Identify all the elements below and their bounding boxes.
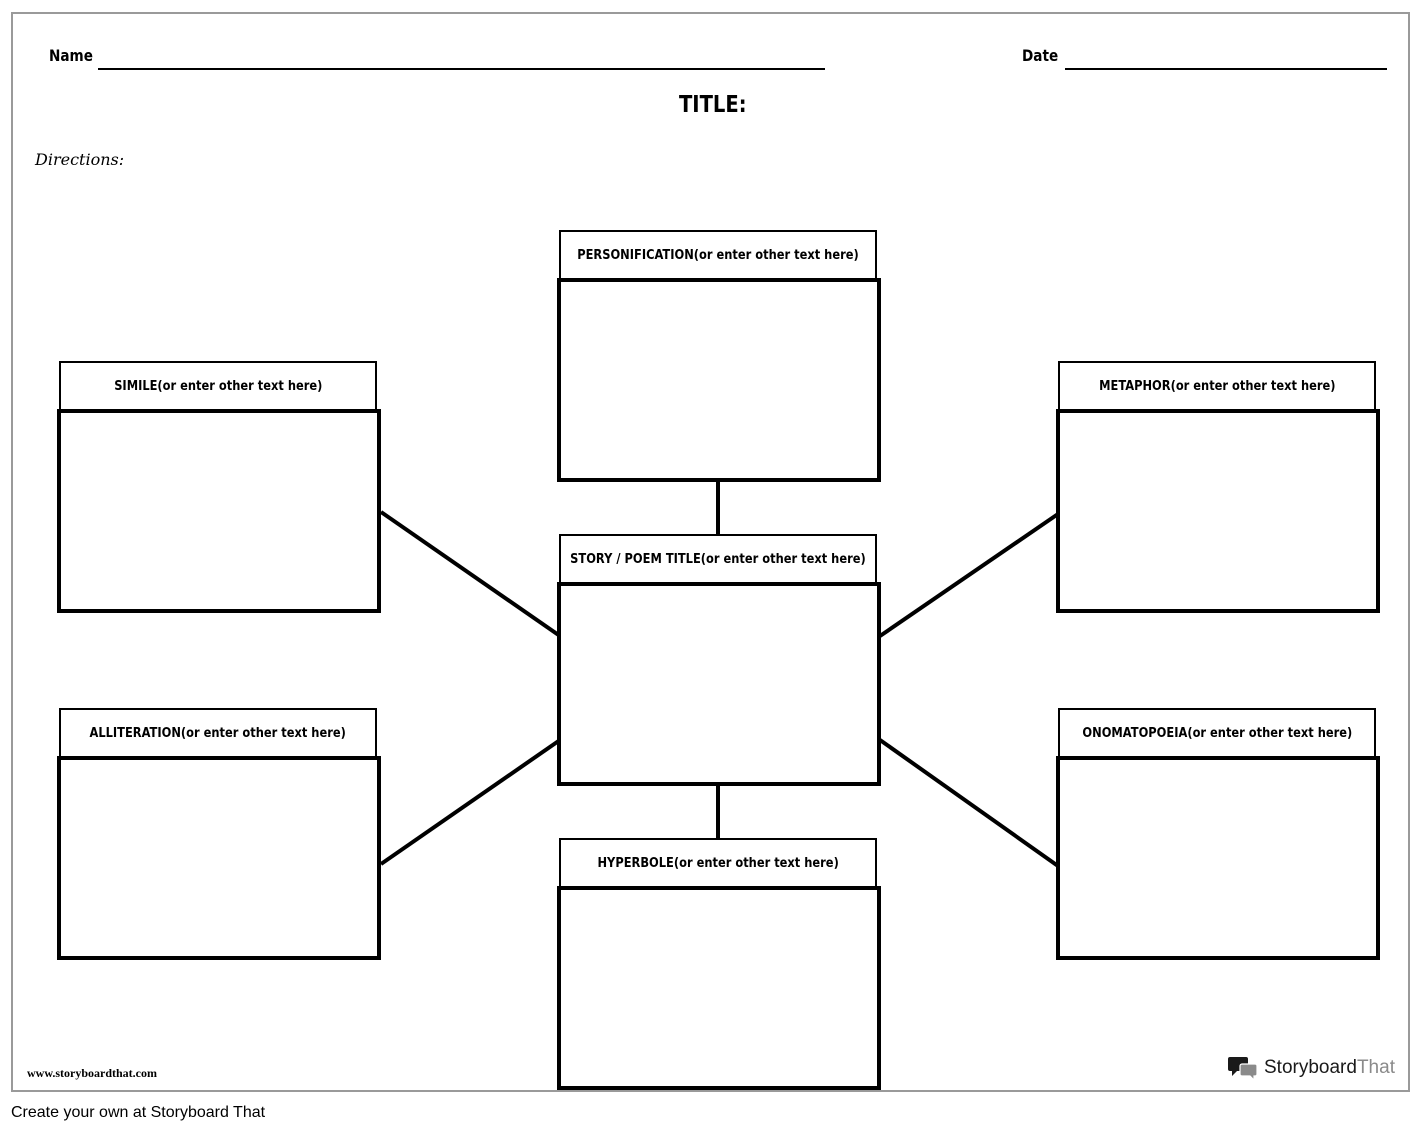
brand-that: That	[1356, 1057, 1395, 1078]
center-keyword: STORY / POEM TITLE	[570, 551, 701, 567]
simile-box[interactable]	[57, 409, 381, 613]
title-text: TITLE:	[678, 92, 747, 118]
hyperbole-hint: (or enter other text here)	[673, 855, 839, 871]
brand-name: StoryboardThat	[1264, 1057, 1395, 1079]
worksheet-title: TITLE:	[0, 92, 1425, 118]
center-box[interactable]	[557, 582, 881, 786]
simile-hint: (or enter other text here)	[157, 378, 323, 394]
site-url[interactable]: www.storyboardthat.com	[27, 1066, 157, 1080]
alliteration-header[interactable]: ALLITERATION (or enter other text here)	[59, 708, 377, 756]
connector-alliteration	[379, 738, 562, 866]
hyperbole-keyword: HYPERBOLE	[597, 855, 674, 871]
onomatopoeia-header[interactable]: ONOMATOPOEIA (or enter other text here)	[1058, 708, 1376, 756]
personification-keyword: PERSONIFICATION	[577, 247, 694, 263]
name-label: Name	[49, 46, 93, 65]
brand-main: Storyboard	[1264, 1057, 1357, 1078]
center-header[interactable]: STORY / POEM TITLE (or enter other text …	[559, 534, 877, 582]
create-your-own-link[interactable]: Create your own at Storyboard That	[11, 1104, 266, 1121]
connector-onomatopoeia	[878, 738, 1060, 868]
onomatopoeia-keyword: ONOMATOPOEIA	[1082, 725, 1188, 741]
personification-box[interactable]	[557, 278, 881, 482]
metaphor-box[interactable]	[1056, 409, 1380, 613]
personification-header[interactable]: PERSONIFICATION (or enter other text her…	[559, 230, 877, 278]
onomatopoeia-box[interactable]	[1056, 756, 1380, 960]
metaphor-keyword: METAPHOR	[1098, 378, 1171, 394]
connector-simile	[379, 510, 562, 638]
speech-bubbles-icon	[1228, 1057, 1258, 1081]
connector-metaphor	[878, 512, 1060, 638]
directions-label: Directions:	[35, 150, 125, 169]
simile-header[interactable]: SIMILE (or enter other text here)	[59, 361, 377, 409]
alliteration-keyword: ALLITERATION	[89, 725, 182, 741]
personification-hint: (or enter other text here)	[693, 247, 859, 263]
alliteration-hint: (or enter other text here)	[181, 725, 347, 741]
storyboardthat-logo[interactable]: StoryboardThat	[1228, 1055, 1395, 1081]
hyperbole-header[interactable]: HYPERBOLE (or enter other text here)	[559, 838, 877, 886]
name-line[interactable]	[98, 68, 825, 70]
center-hint: (or enter other text here)	[700, 551, 866, 567]
simile-keyword: SIMILE	[113, 378, 158, 394]
metaphor-header[interactable]: METAPHOR (or enter other text here)	[1058, 361, 1376, 409]
alliteration-box[interactable]	[57, 756, 381, 960]
date-line[interactable]	[1065, 68, 1387, 70]
date-label: Date	[1022, 46, 1059, 65]
metaphor-hint: (or enter other text here)	[1170, 378, 1336, 394]
onomatopoeia-hint: (or enter other text here)	[1187, 725, 1352, 741]
hyperbole-box[interactable]	[557, 886, 881, 1090]
